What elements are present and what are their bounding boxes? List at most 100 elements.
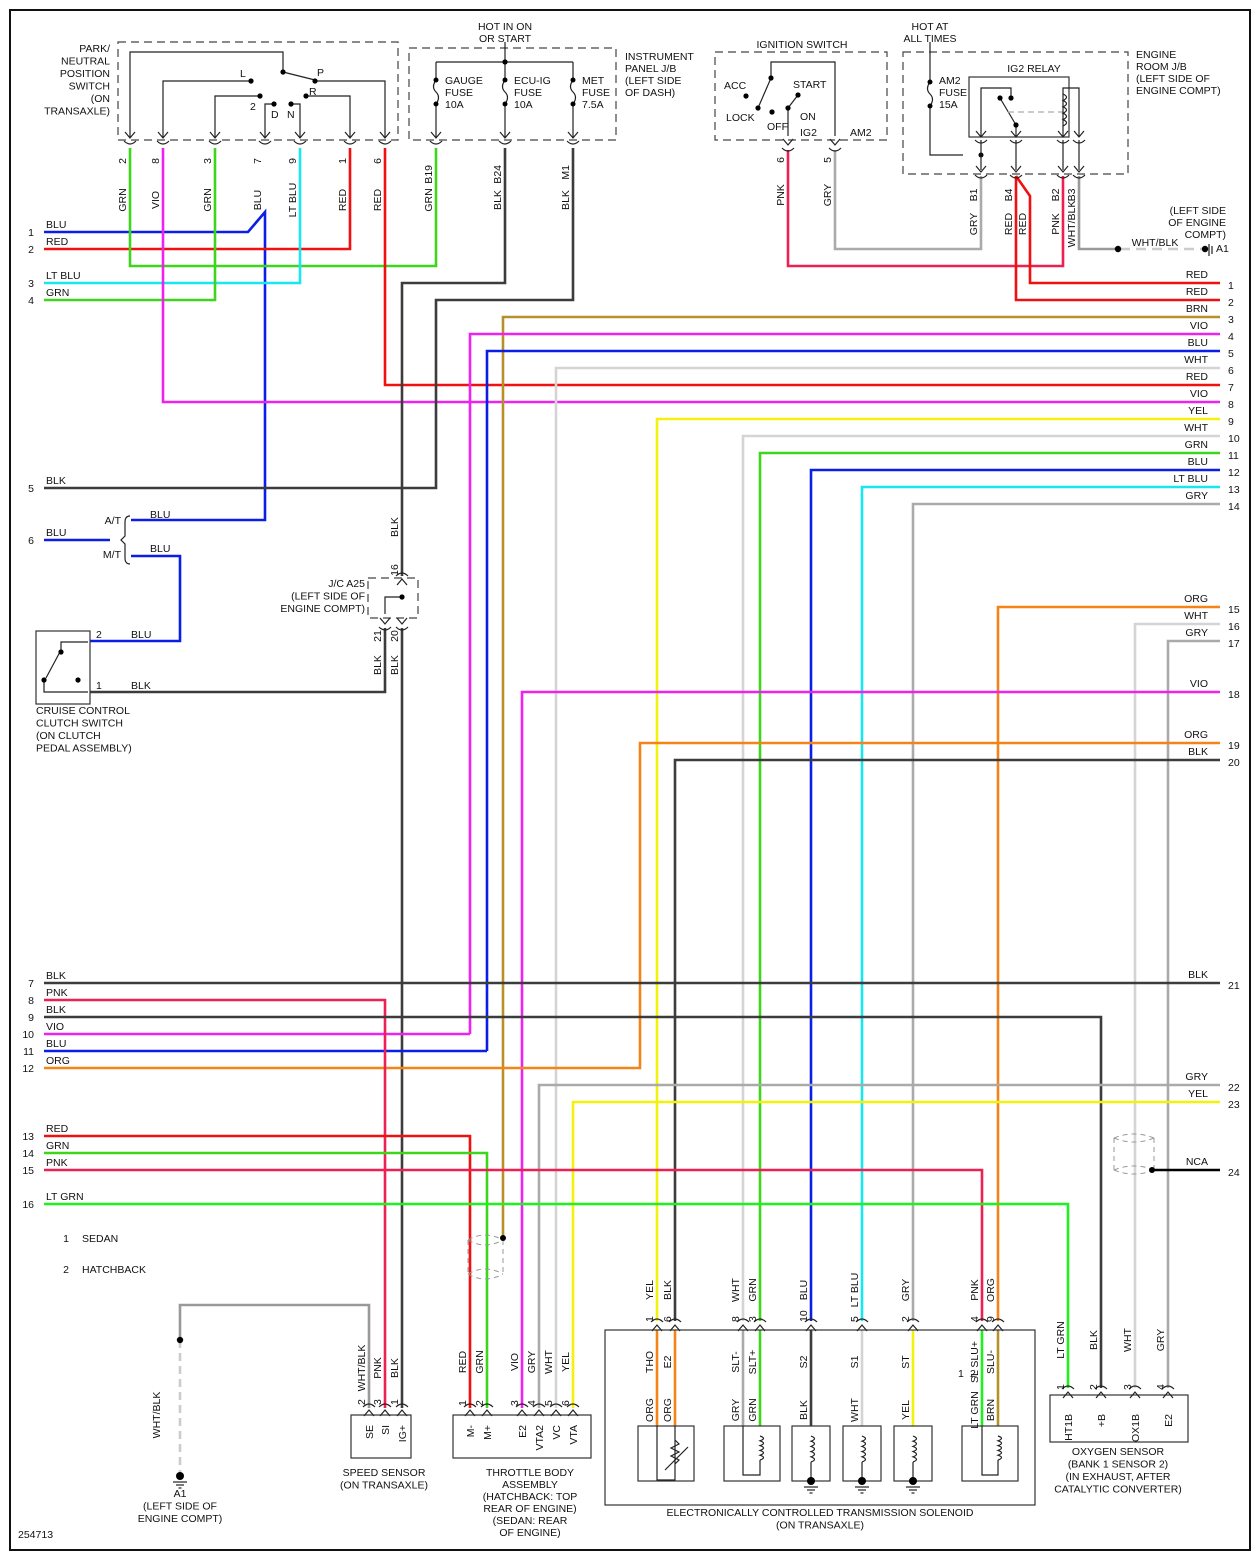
junction-dot	[769, 109, 775, 115]
arrow-down-icon	[1057, 165, 1069, 173]
wire-blk	[90, 628, 387, 694]
pnp-pin: 3	[202, 158, 214, 164]
junction-dot	[997, 95, 1003, 101]
right-connector-pin: 14	[1228, 501, 1240, 513]
ign-start: START	[793, 79, 827, 91]
hot-in-on-label: HOT IN ON	[478, 21, 532, 33]
pnp-switch-label: NEUTRAL	[61, 56, 110, 68]
connector-terminal-icon	[566, 131, 580, 145]
wire-pnk	[44, 1168, 984, 1321]
socket-icon	[1094, 1385, 1108, 1390]
connector-terminal-icon	[378, 617, 392, 631]
left-connector-pin: 13	[22, 1131, 34, 1143]
socket-icon	[208, 140, 222, 145]
jc-pin: 16	[389, 564, 401, 576]
ox-pin: 4	[1155, 1384, 1167, 1390]
pnp-switch-label: (ON	[91, 93, 110, 105]
slu-loop	[981, 1426, 999, 1476]
socket-icon	[532, 1403, 546, 1408]
connector-terminal-icon	[258, 131, 272, 145]
wire-red	[1014, 176, 1220, 302]
right-connector-pin: 7	[1228, 382, 1234, 394]
socket-icon	[1072, 174, 1086, 179]
arrow-up-icon	[379, 1409, 391, 1417]
connector-terminal-icon	[1094, 1385, 1108, 1399]
legend-text: SEDAN	[82, 1233, 118, 1245]
pnp-pos-l: L	[240, 68, 246, 80]
connector-terminal-icon	[498, 131, 512, 145]
wire-yel	[571, 1100, 1220, 1408]
tb-wire-color: RED	[457, 1350, 469, 1373]
arrow-down-icon	[782, 138, 794, 146]
ig2-relay-label: IG2 RELAY	[1007, 63, 1061, 75]
connector-terminal-icon	[781, 138, 795, 152]
connector-terminal-icon	[1009, 165, 1023, 179]
wire-blk	[44, 148, 575, 490]
erjb-wire-color: PNK	[1050, 213, 1062, 235]
left-connector-pin: 11	[23, 1046, 34, 1058]
pnp-wire-color: RED	[372, 188, 384, 211]
connector-terminal-icon	[828, 138, 842, 152]
ect-inner-wire-color: ORG	[662, 1398, 674, 1422]
ig2-relay-box	[968, 76, 1070, 138]
thermistor-arrow	[664, 1446, 689, 1471]
ground-a1-label: (LEFT SIDE	[1170, 205, 1226, 217]
wire-vio	[468, 332, 1220, 1034]
fuse-label: MET	[582, 75, 605, 87]
connector-terminal-icon	[804, 1318, 818, 1332]
wires	[44, 148, 1220, 1476]
ground-a1-label: COMPT)	[1185, 229, 1226, 241]
right-connector-wire-color: RED	[1186, 371, 1209, 383]
ect-inner-wire-color: YEL	[900, 1400, 912, 1420]
jc-a25-label: (LEFT SIDE OF	[291, 591, 365, 603]
erjb-pin: B2	[1050, 188, 1062, 201]
right-connector-pin: 6	[1228, 365, 1234, 377]
right-connector-wire-color: ORG	[1184, 593, 1208, 605]
junction-dot	[502, 77, 508, 83]
left-connector-wire-color: BLK	[46, 1004, 66, 1016]
cruise-switch-label: PEDAL ASSEMBLY)	[36, 743, 132, 755]
ox-pin: 2	[1088, 1384, 1100, 1390]
socket-icon	[395, 626, 409, 631]
connector-terminal-icon	[991, 1318, 1005, 1332]
ground-a1-label: OF ENGINE	[1168, 217, 1226, 229]
mt-label: M/T	[103, 549, 122, 561]
connector-terminal-icon	[736, 1318, 750, 1332]
cruise-switch-label: CLUTCH SWITCH	[36, 718, 123, 730]
connector-terminal-icon	[1161, 1385, 1175, 1399]
throttle-body-box	[452, 1414, 592, 1459]
junction-dot	[858, 1477, 866, 1485]
arrow-up-icon	[396, 1409, 408, 1417]
ect-inner-wire-color: BLK	[798, 1400, 810, 1420]
socket-icon	[736, 1318, 750, 1323]
junction-dot	[909, 1477, 917, 1485]
arrow-down-icon	[294, 131, 306, 139]
wire-grn	[128, 148, 438, 268]
ect-inner-wire-color: GRN	[747, 1398, 759, 1421]
left-connector-wire-color: GRN	[46, 1140, 69, 1152]
thermistor-box	[637, 1425, 695, 1482]
connector-terminal-icon	[906, 1318, 920, 1332]
wire-red	[383, 148, 1220, 387]
right-connector-wire-color: RED	[1186, 269, 1209, 281]
cc-pin: 1	[96, 680, 102, 692]
connector-terminal-icon	[668, 1318, 682, 1332]
tb-wire-color: YEL	[560, 1352, 572, 1372]
ss-pin: 2	[356, 1399, 368, 1405]
right-connector-wire-color: GRN	[1185, 439, 1208, 451]
arrow-up-icon	[567, 1409, 579, 1417]
socket-icon	[1009, 174, 1023, 179]
oxygen-sensor-label: (IN EXHAUST, AFTER	[1065, 1471, 1170, 1483]
coil-icon	[758, 1435, 765, 1461]
throttle-body-label: THROTTLE BODY	[486, 1467, 574, 1479]
instrument-jb-label: (LEFT SIDE	[625, 75, 681, 87]
wire-blu	[485, 349, 1220, 1051]
socket-icon	[343, 140, 357, 145]
pnp-wire-color: VIO	[150, 191, 162, 209]
ect-wire-color: BLK	[662, 1280, 674, 1300]
arrow-down-icon	[379, 617, 391, 625]
right-connector-wire-color: VIO	[1190, 388, 1208, 400]
ox-terminal: OX1B	[1130, 1414, 1142, 1442]
right-connector-pin: 21	[1228, 980, 1240, 992]
right-connector-wire-color: VIO	[1190, 320, 1208, 332]
